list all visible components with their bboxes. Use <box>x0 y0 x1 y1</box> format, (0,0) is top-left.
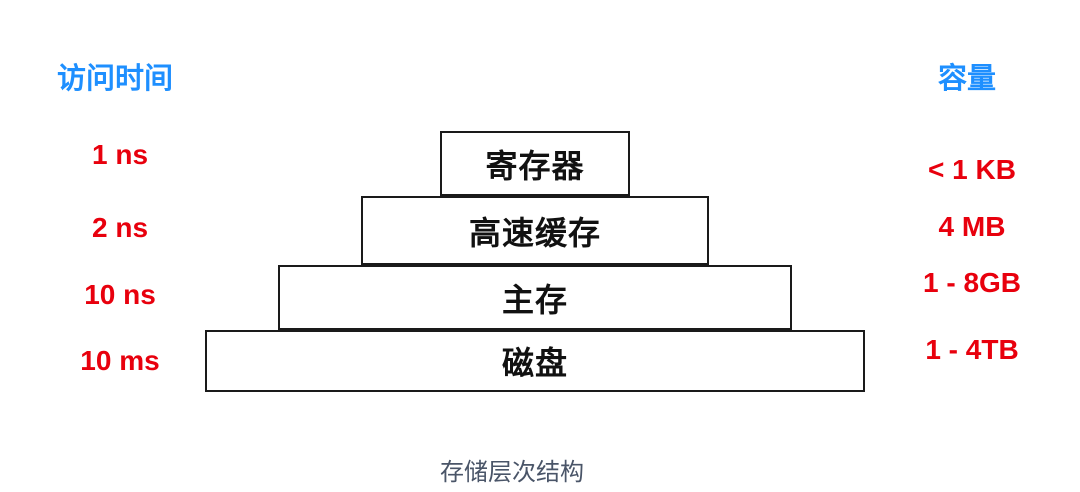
pyramid-level-main-memory-label: 主存 <box>501 281 568 318</box>
pyramid-level-disk-label: 磁盘 <box>501 345 568 381</box>
pyramid-level-register: 寄存器 <box>440 131 630 196</box>
capacity-label-main-memory: 1 - 8GB <box>922 267 1022 298</box>
capacity-label-disk: 1 - 4TB <box>925 334 1019 365</box>
access-time-label-disk: 10 ms <box>80 345 160 376</box>
capacity-column-header: 容量 <box>937 63 997 95</box>
pyramid-level-cache-label: 高速缓存 <box>468 214 601 251</box>
pyramid-level-disk: 磁盘 <box>205 330 865 392</box>
capacity-label-register: < 1 KB <box>928 154 1016 185</box>
pyramid-level-main-memory: 主存 <box>278 265 792 330</box>
pyramid-level-cache: 高速缓存 <box>361 196 709 265</box>
access-time-label-cache: 2 ns <box>91 212 149 243</box>
diagram-caption: 存储层次结构 <box>440 459 584 486</box>
access-time-column-header: 访问时间 <box>56 63 174 95</box>
access-time-label-register: 1 ns <box>91 139 149 170</box>
capacity-label-cache: 4 MB <box>938 211 1006 242</box>
pyramid-level-register-label: 寄存器 <box>485 147 585 184</box>
access-time-label-main-memory: 10 ns <box>84 279 156 310</box>
